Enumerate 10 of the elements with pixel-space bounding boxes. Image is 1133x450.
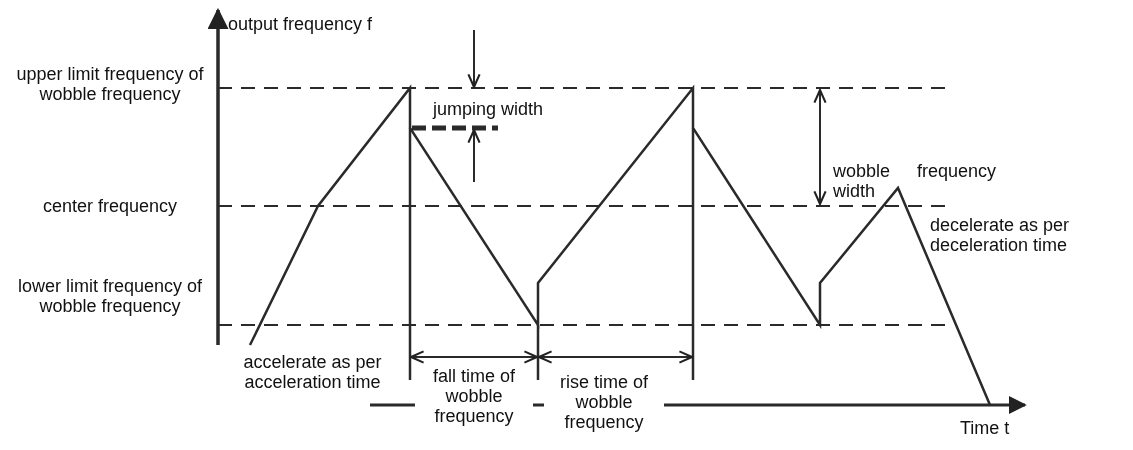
annotation-text: fall time of wobble frequency — [415, 366, 533, 427]
annotation-text: jumping width — [433, 99, 545, 120]
annotation-text: upper limit frequency of wobble frequency — [15, 64, 205, 105]
annotation-text: Time t — [960, 418, 1011, 439]
annotation-text: lower limit frequency of wobble frequency — [16, 276, 204, 317]
annotation-text: center frequency — [41, 196, 179, 217]
annotation-text: output frequency f — [228, 14, 374, 35]
annotation-text: decelerate as per deceleration time — [930, 215, 1071, 256]
annotation-text: rise time of wobble frequency — [544, 372, 664, 433]
annotation-text: wobble frequency width — [833, 161, 998, 202]
